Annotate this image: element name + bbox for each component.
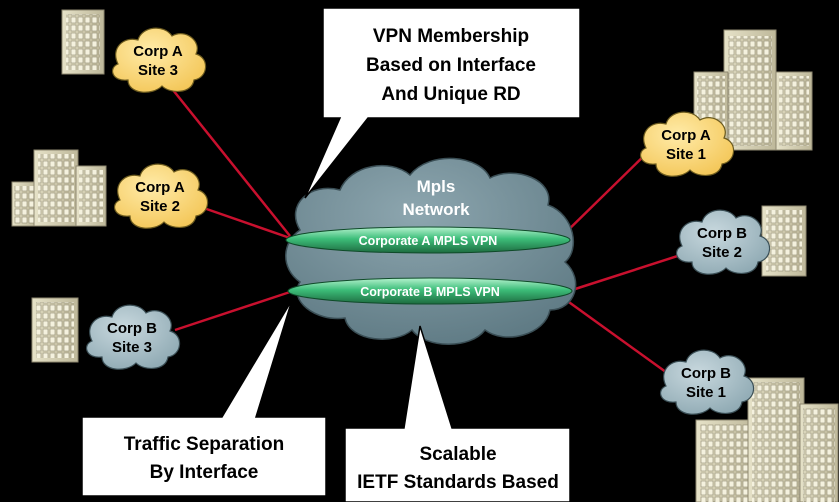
vpn-tube-corporate-a: Corporate A MPLS VPN	[285, 226, 571, 254]
site-label-corp-b-site1-line2: Site 1	[686, 384, 726, 401]
site-label-corp-a-site2-line2: Site 2	[140, 198, 180, 215]
site-label-corp-b-site1-line1: Corp B	[681, 365, 731, 382]
callout-traffic-separation: Traffic Separation By Interface	[81, 299, 327, 497]
site-cloud-corp-b-site3: Corp B Site 3	[85, 304, 181, 370]
link-corp-b-site3	[174, 290, 291, 332]
link-corp-a-site1	[559, 149, 651, 239]
site-label-corp-a-site1-line1: Corp A	[661, 127, 711, 144]
callout-scalable-line1: Scalable	[419, 444, 496, 465]
site-cloud-corp-a-site2: Corp A Site 2	[113, 163, 209, 229]
links	[164, 79, 691, 377]
callout-scalable-line2: IETF Standards Based	[357, 472, 559, 493]
site-label-corp-b-site3-line2: Site 3	[112, 339, 152, 356]
site-cloud-corp-a-site3: Corp A Site 3	[111, 27, 207, 93]
site-label-corp-a-site1-line2: Site 1	[666, 146, 706, 163]
mpls-network-title-line1: Mpls	[417, 177, 456, 196]
building-corp-a-site2	[11, 149, 107, 227]
site-label-corp-a-site3-line1: Corp A	[133, 43, 183, 60]
callout-scalable: Scalable IETF Standards Based	[344, 325, 571, 502]
mpls-network-title-line2: Network	[402, 200, 470, 219]
building-corp-a-site3	[61, 9, 105, 75]
callout-vpn-membership-line2: Based on Interface	[366, 55, 536, 76]
site-cloud-corp-b-site2: Corp B Site 2	[675, 209, 771, 275]
building-corp-b-site3	[31, 297, 79, 363]
link-corp-a-site3	[164, 79, 291, 237]
link-corp-b-site1	[565, 298, 671, 377]
site-label-corp-a-site3-line2: Site 3	[138, 62, 178, 79]
site-label-corp-b-site2-line2: Site 2	[702, 244, 742, 261]
link-corp-b-site2	[571, 250, 691, 292]
vpn-tube-corporate-a-label: Corporate A MPLS VPN	[359, 234, 498, 248]
callout-vpn-membership-line1: VPN Membership	[373, 26, 529, 47]
callout-traffic-separation-line1: Traffic Separation	[124, 434, 285, 455]
building-corp-b-site2	[761, 205, 807, 277]
building-corp-b-site1	[695, 377, 839, 502]
site-label-corp-b-site2-line1: Corp B	[697, 225, 747, 242]
site-label-corp-a-site2-line1: Corp A	[135, 179, 185, 196]
callout-vpn-membership: VPN Membership Based on Interface And Un…	[304, 7, 581, 199]
vpn-tube-corporate-b: Corporate B MPLS VPN	[287, 277, 573, 305]
vpn-tube-corporate-b-label: Corporate B MPLS VPN	[360, 285, 500, 299]
callout-traffic-separation-line2: By Interface	[150, 462, 259, 483]
link-corp-a-site2	[194, 203, 291, 240]
site-cloud-corp-a-site1: Corp A Site 1	[639, 111, 735, 177]
site-label-corp-b-site3-line1: Corp B	[107, 320, 157, 337]
callout-vpn-membership-line3: And Unique RD	[381, 84, 520, 105]
site-cloud-corp-b-site1: Corp B Site 1	[659, 349, 755, 415]
